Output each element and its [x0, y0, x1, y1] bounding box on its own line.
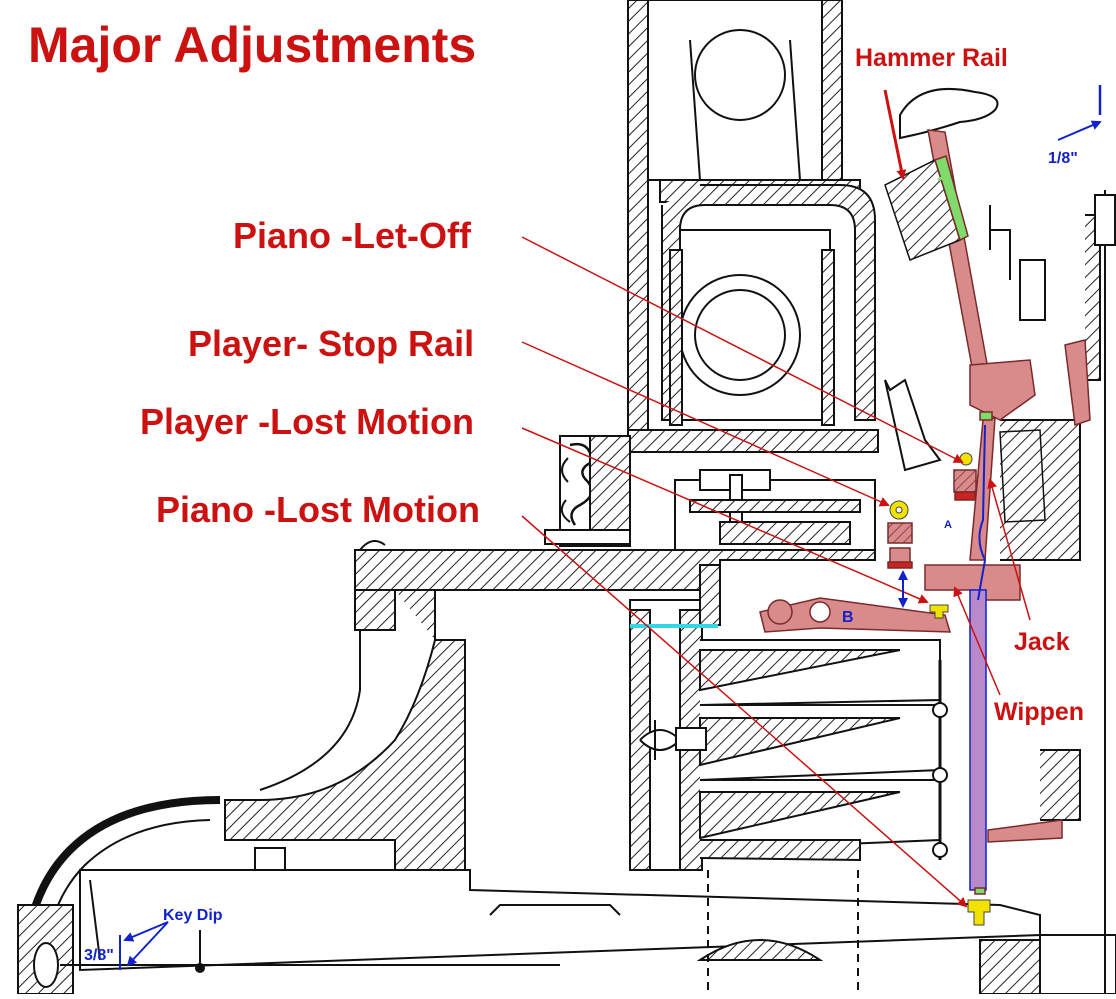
marker-a: A	[944, 519, 952, 531]
curved-cheek	[17, 589, 466, 995]
pneumatic-stack	[629, 564, 948, 994]
leader-wippen	[953, 586, 1001, 696]
label-hammer-rail: Hammer Rail	[855, 44, 1008, 72]
let-off-felt	[953, 469, 977, 493]
label-hammer-gap: 1/8"	[1048, 150, 1078, 167]
sticker	[969, 589, 987, 891]
leader-lines	[521, 89, 1031, 908]
label-piano-lost-motion: Piano -Lost Motion	[156, 489, 480, 530]
hammer-head	[899, 88, 999, 140]
jack-spring-blue	[977, 424, 987, 601]
label-wippen: Wippen	[994, 698, 1084, 726]
measure-marks	[119, 85, 1102, 970]
marker-b: B	[842, 609, 854, 626]
key-lever	[60, 869, 1116, 995]
label-player-lost-motion: Player -Lost Motion	[140, 401, 474, 442]
leader-player-lost-motion	[521, 427, 929, 604]
damper-lever	[1064, 339, 1091, 427]
player-lever	[759, 597, 952, 633]
label-key-dip-measure: 3/8"	[84, 947, 114, 964]
stop-rail-felt	[887, 522, 913, 544]
label-key-dip: Key Dip	[163, 907, 223, 924]
leader-piano-let-off	[521, 236, 964, 463]
leader-player-stop-rail	[521, 341, 890, 507]
upper-frame	[627, 0, 879, 453]
hammer-gap-arrow	[1057, 120, 1102, 141]
striker-block	[674, 469, 876, 551]
yellow-parts	[889, 452, 991, 926]
leader-piano-lost-motion	[521, 515, 968, 908]
hammer-butt	[969, 359, 1036, 421]
leader-jack	[987, 478, 1031, 621]
leader-hammer-rail	[883, 89, 907, 180]
mechanism-drawing	[17, 0, 1116, 995]
label-piano-let-off: Piano -Let-Off	[233, 215, 472, 256]
title: Major Adjustments	[28, 17, 476, 73]
jack-felt	[979, 411, 993, 421]
capstan-top	[929, 604, 949, 619]
capstan-bottom	[967, 899, 991, 926]
label-player-stop-rail: Player- Stop Rail	[188, 323, 474, 364]
key-slip-block	[544, 435, 631, 547]
label-jack: Jack	[1014, 628, 1070, 656]
let-off-screw	[959, 452, 973, 466]
